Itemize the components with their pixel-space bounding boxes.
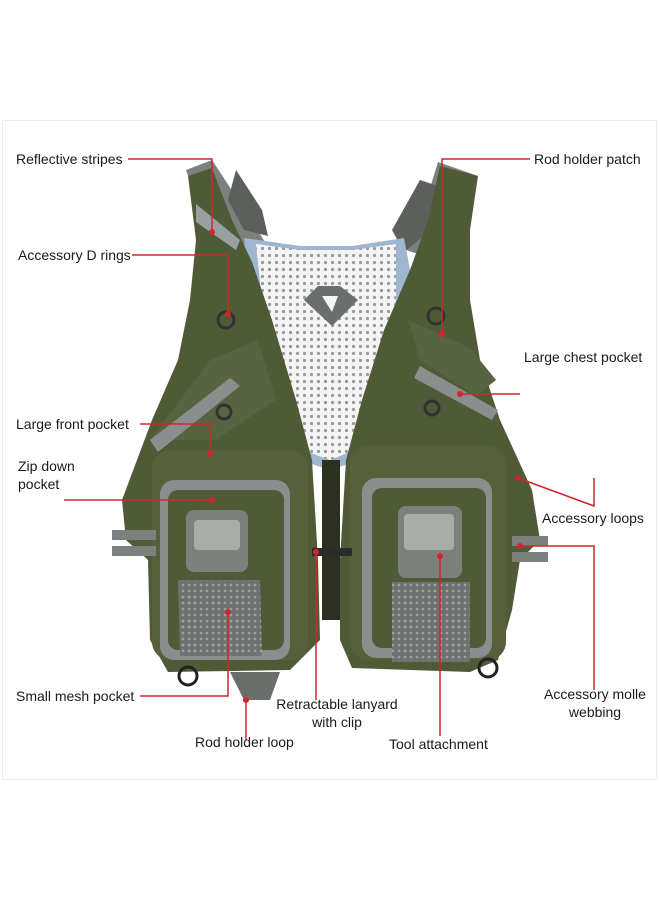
label-zip-down-pocket: Zip down pocket [18, 457, 75, 493]
label-accessory-loops: Accessory loops [542, 510, 644, 526]
label-retractable-lanyard: Retractable lanyard with clip [275, 695, 399, 731]
label-large-chest-pocket: Large chest pocket [524, 349, 643, 365]
side-webbing [112, 306, 548, 687]
right-front-pocket [350, 446, 506, 662]
left-front-pocket [152, 450, 308, 700]
label-large-front-pocket: Large front pocket [16, 416, 129, 432]
callout-dots [207, 229, 523, 703]
image-frame [2, 120, 657, 780]
label-retractable-lanyard-line2: with clip [312, 714, 362, 730]
label-rod-holder-patch: Rod holder patch [534, 151, 641, 167]
label-accessory-molle-webbing: Accessory molle webbing [540, 685, 650, 721]
label-zip-down-pocket-line2: pocket [18, 476, 60, 492]
center-zipper [312, 460, 352, 620]
label-reflective-stripes: Reflective stripes [16, 151, 123, 167]
label-accessory-molle-webbing-line1: Accessory molle [544, 686, 646, 702]
callout-lines [64, 158, 595, 740]
label-rod-holder-loop: Rod holder loop [195, 734, 294, 750]
label-accessory-d-rings: Accessory D rings [18, 247, 131, 263]
label-small-mesh-pocket: Small mesh pocket [16, 688, 135, 704]
label-accessory-molle-webbing-line2: webbing [568, 704, 622, 720]
label-tool-attachment: Tool attachment [389, 736, 488, 752]
label-zip-down-pocket-line1: Zip down [18, 458, 75, 474]
label-retractable-lanyard-line1: Retractable lanyard [276, 696, 398, 712]
